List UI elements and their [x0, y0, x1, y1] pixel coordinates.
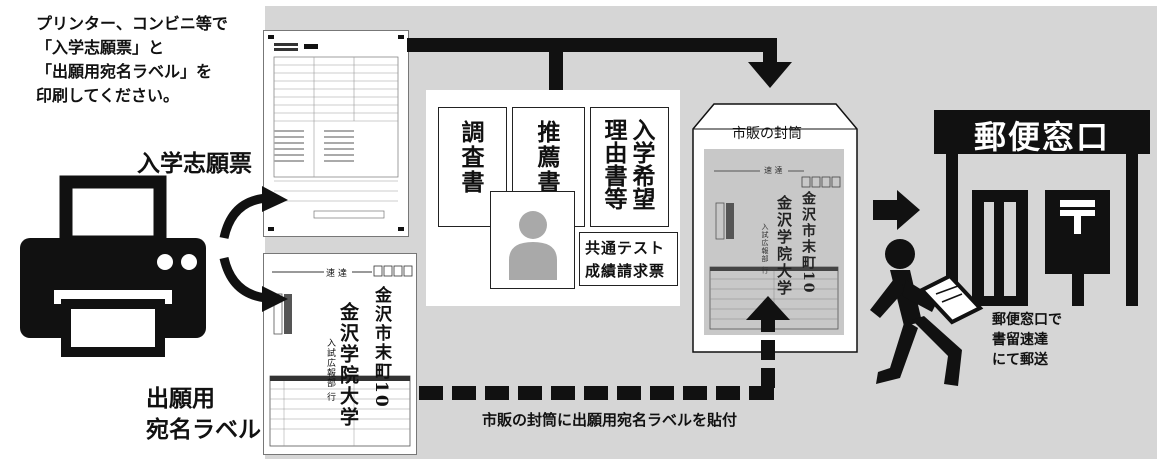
- form-lines: [268, 35, 404, 231]
- label-stamp: 速 達: [326, 269, 347, 279]
- instruction-line-1: プリンター、コンビニ等で: [36, 14, 228, 33]
- label-lines: [269, 265, 413, 447]
- caption-line-1: 出願用: [146, 386, 215, 412]
- reasons-document: 入学希望理由書等: [590, 107, 669, 227]
- envelope-label: 市販の封筒: [732, 126, 802, 142]
- mailing-text: 郵便窓口で 書留速達 にて郵送: [992, 310, 1062, 370]
- print-cycle-arrows: [219, 186, 288, 312]
- test-request-line-1: 共通テスト: [585, 239, 666, 257]
- photo-placeholder-icon: [509, 211, 557, 280]
- instruction-line-4: 印刷してください。: [36, 86, 180, 105]
- post-office-sign-text: 郵便窓口: [973, 118, 1110, 156]
- application-form-label: 入学志願票: [137, 151, 252, 177]
- caption-line-2: 宛名ラベル: [146, 417, 261, 443]
- survey-document: 調査書: [438, 107, 507, 227]
- right-arrow-to-post-office: [873, 190, 920, 230]
- address-label-caption: 出願用 宛名ラベル: [146, 384, 261, 446]
- instruction-line-2: 「入学志願票」と: [36, 38, 165, 57]
- address-label-sheet: 速 達 金沢市末町10 金沢学院大学 入試広報部 行: [263, 253, 417, 455]
- attached-label-office: 入試広報部 行: [761, 223, 769, 275]
- paste-label-text: 市販の封筒に出願用宛名ラベルを貼付: [482, 411, 738, 429]
- mailing-line-2: 書留速達: [992, 332, 1048, 348]
- application-form-sheet: [263, 30, 409, 237]
- reasons-label: 入学希望理由書等: [600, 118, 654, 210]
- attached-label-address: 金沢市末町10: [800, 191, 816, 295]
- mailing-line-3: にて郵送: [992, 352, 1048, 368]
- label-university: 金沢学院大学: [337, 302, 359, 428]
- dashed-label-arrow: [419, 296, 790, 400]
- photo-card: [490, 191, 575, 289]
- instruction-line-3: 「出願用宛名ラベル」を: [36, 62, 213, 81]
- recommendation-label: 推薦書: [533, 120, 559, 195]
- attached-label-stamp: 速 達: [764, 166, 783, 175]
- label-address: 金沢市末町10: [371, 286, 391, 409]
- mailing-line-1: 郵便窓口で: [992, 312, 1062, 328]
- post-office-sign: 郵便窓口: [934, 110, 1150, 156]
- test-score-request-form: 共通テスト 成績請求票: [579, 232, 678, 286]
- walking-person-icon: [870, 239, 984, 386]
- up-arrow-to-envelope: [746, 296, 790, 320]
- down-arrow-to-envelope: [748, 62, 792, 88]
- instruction-text: プリンター、コンビニ等で 「入学志願票」と 「出願用宛名ラベル」を 印刷してくだ…: [36, 12, 266, 108]
- test-request-line-2: 成績請求票: [585, 262, 666, 280]
- printer-icon: [20, 175, 206, 357]
- attached-label-university: 金沢学院大学: [775, 195, 793, 297]
- label-office: 入試広報部 行: [325, 338, 335, 402]
- survey-label: 調査書: [457, 120, 483, 195]
- top-connector-line: [407, 38, 770, 52]
